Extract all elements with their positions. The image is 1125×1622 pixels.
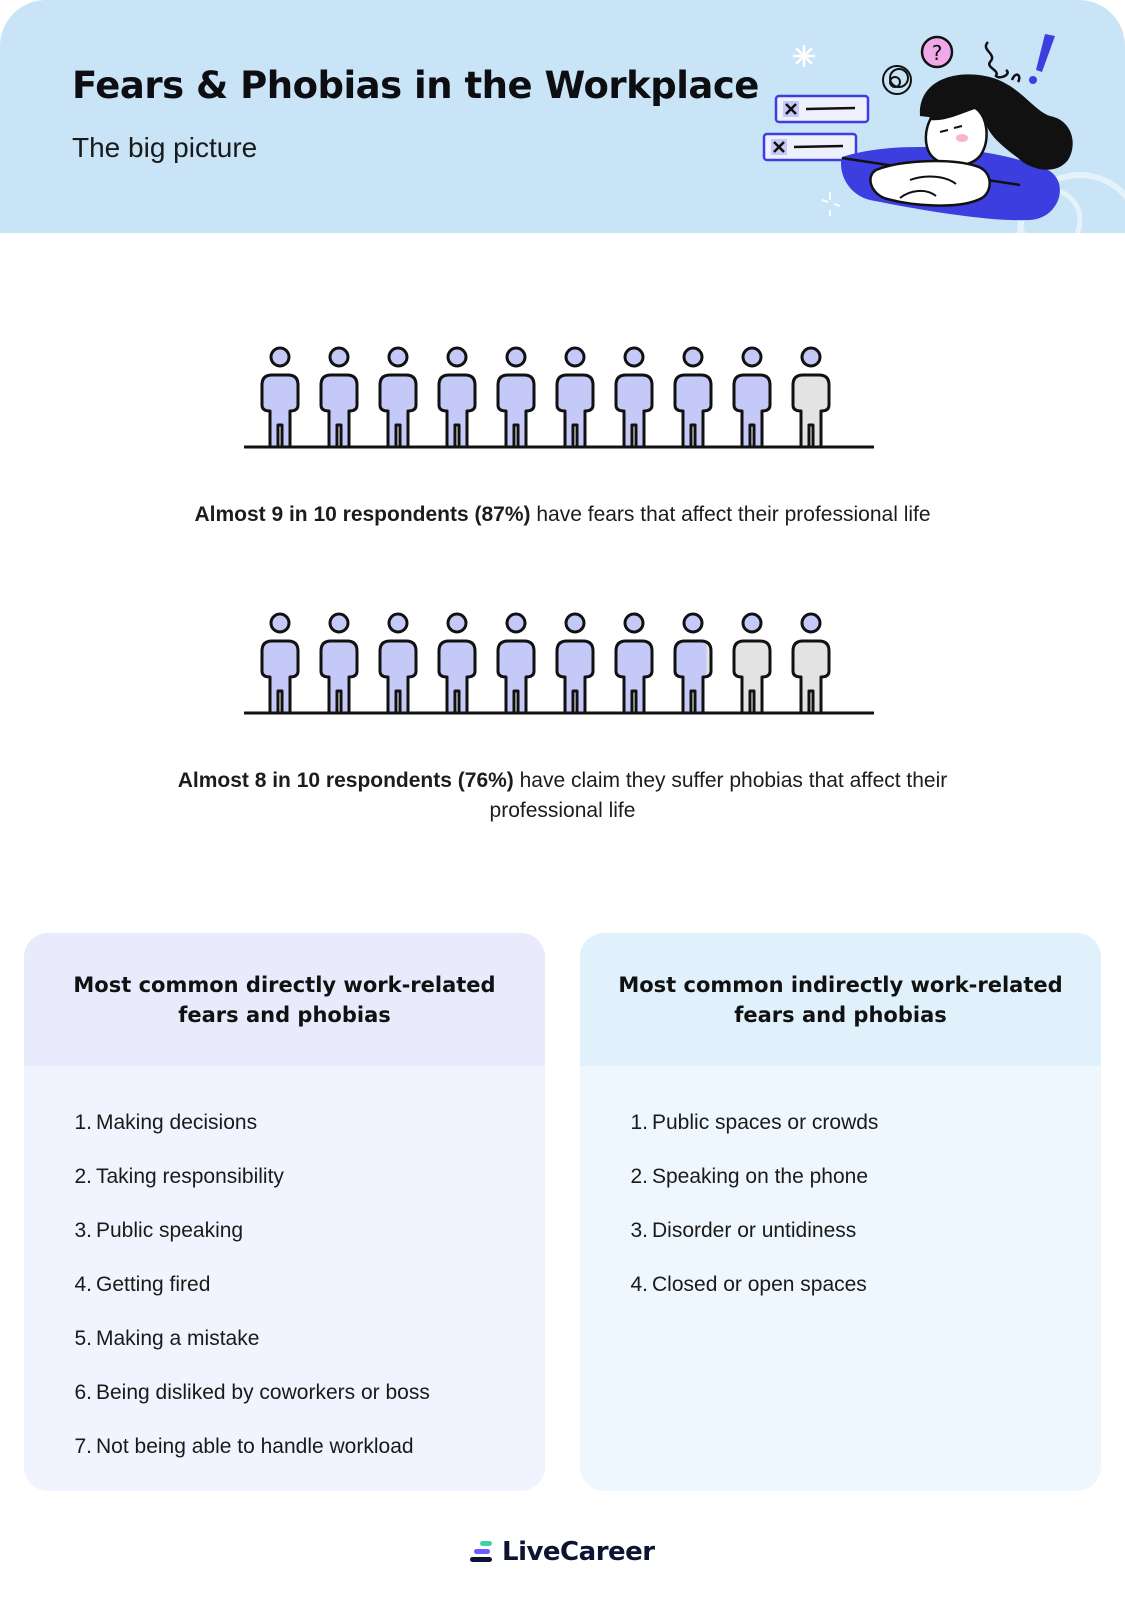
person-icon: [555, 346, 595, 449]
person-icon: [260, 346, 300, 449]
stat-76-text: Almost 8 in 10 respondents (76%) have cl…: [150, 766, 975, 826]
person-icon: [614, 612, 654, 715]
stat-87-text: Almost 9 in 10 respondents (87%) have fe…: [150, 500, 975, 530]
person-icon: [673, 612, 713, 715]
people-pictogram-76: [244, 611, 884, 721]
item-label: Not being able to handle workload: [96, 1435, 414, 1458]
header-banner: Fears & Phobias in the Workplace The big…: [0, 0, 1125, 233]
item-number: 3.: [630, 1219, 648, 1242]
item-label: Making decisions: [96, 1111, 258, 1134]
page-title: Fears & Phobias in the Workplace: [72, 64, 759, 107]
item-number: 4.: [74, 1273, 92, 1296]
list-item: 5.Making a mistake: [24, 1312, 545, 1366]
sparkle-icon: [793, 45, 815, 67]
indirect-fears-list: 1.Public spaces or crowds 2.Speaking on …: [580, 1066, 1101, 1312]
indirect-fears-title: Most common indirectly work-related fear…: [580, 933, 1101, 1066]
stat-76-highlight: Almost 8 in 10 respondents (76%): [177, 769, 514, 792]
item-label: Disorder or untidiness: [652, 1219, 857, 1242]
list-item: 1.Making decisions: [24, 1096, 545, 1150]
list-item: 7.Not being able to handle workload: [24, 1420, 545, 1474]
livecareer-logo[interactable]: LiveCareer: [470, 1534, 655, 1570]
livecareer-logo-icon: [470, 1541, 492, 1562]
item-label: Being disliked by coworkers or boss: [96, 1381, 430, 1404]
person-icon: [791, 346, 831, 449]
person-icon: [673, 346, 713, 449]
person-icon: [496, 612, 536, 715]
list-item: 2.Speaking on the phone: [580, 1150, 1101, 1204]
stat-87-highlight: Almost 9 in 10 respondents (87%): [194, 503, 531, 526]
person-icon: [378, 612, 418, 715]
list-item: 2.Taking responsibility: [24, 1150, 545, 1204]
item-number: 3.: [74, 1219, 92, 1242]
direct-fears-list: 1.Making decisions 2.Taking responsibili…: [24, 1066, 545, 1474]
list-item: 3.Disorder or untidiness: [580, 1204, 1101, 1258]
stat-76-description: have claim they suffer phobias that affe…: [489, 769, 948, 822]
direct-fears-card: Most common directly work-related fears …: [24, 933, 545, 1491]
list-item: 4.Closed or open spaces: [580, 1258, 1101, 1312]
person-icon: [319, 612, 359, 715]
item-label: Getting fired: [96, 1273, 211, 1296]
item-label: Speaking on the phone: [652, 1165, 869, 1188]
page-subtitle: The big picture: [72, 132, 258, 163]
item-number: 2.: [74, 1165, 92, 1188]
person-icon: [378, 346, 418, 449]
people-pictogram-87: [244, 345, 884, 455]
person-icon: [260, 612, 300, 715]
brand-name: LiveCareer: [502, 1537, 655, 1567]
person-icon: [732, 612, 772, 715]
stat-87-description: have fears that affect their professiona…: [530, 503, 931, 526]
person-icon: [437, 346, 477, 449]
list-item: 1.Public spaces or crowds: [580, 1096, 1101, 1150]
list-item: 3.Public speaking: [24, 1204, 545, 1258]
item-number: 4.: [630, 1273, 648, 1296]
item-number: 1.: [630, 1111, 648, 1134]
item-number: 6.: [74, 1381, 92, 1404]
exclamation-icon: [1029, 34, 1055, 84]
item-number: 5.: [74, 1327, 92, 1350]
person-icon: [732, 346, 772, 449]
item-label: Public spaces or crowds: [652, 1111, 879, 1134]
item-number: 2.: [630, 1165, 648, 1188]
list-item: 4.Getting fired: [24, 1258, 545, 1312]
item-number: 7.: [74, 1435, 92, 1458]
item-label: Taking responsibility: [96, 1165, 284, 1188]
person-icon: [319, 346, 359, 449]
person-icon: [555, 612, 595, 715]
list-item: 6.Being disliked by coworkers or boss: [24, 1366, 545, 1420]
person-icon: [437, 612, 477, 715]
question-icon: ?: [920, 35, 954, 69]
item-label: Closed or open spaces: [652, 1273, 867, 1296]
person-icon: [496, 346, 536, 449]
checklist-cards: [762, 94, 870, 162]
item-label: Public speaking: [96, 1219, 244, 1242]
indirect-fears-card: Most common indirectly work-related fear…: [580, 933, 1101, 1491]
person-icon: [791, 612, 831, 715]
item-number: 1.: [74, 1111, 92, 1134]
item-label: Making a mistake: [96, 1327, 260, 1350]
svg-text:?: ?: [932, 41, 943, 65]
person-icon: [614, 346, 654, 449]
direct-fears-title: Most common directly work-related fears …: [24, 933, 545, 1066]
worried-woman-illustration: ?: [762, 34, 1125, 233]
